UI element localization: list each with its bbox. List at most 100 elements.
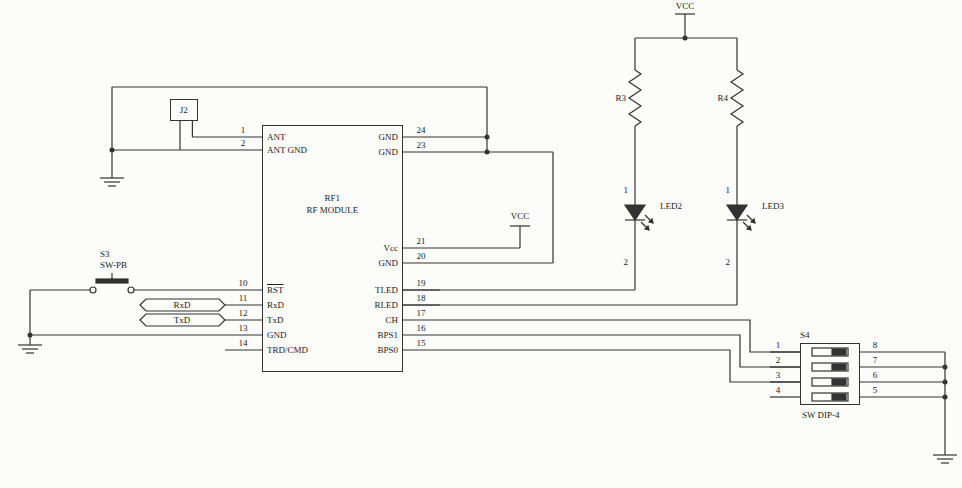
dip-switch-box: S4 SW DIP-4 [770,326,890,426]
pin-number: 14 [239,338,248,348]
signal-bus-tag [140,314,225,326]
pin-name: Vcc [384,243,399,253]
ground-wire [112,87,553,263]
junction-dot [28,36,948,400]
signal-bus-tag [140,299,225,326]
junction-dot [485,150,490,155]
led-symbol [645,215,653,223]
pin-number: 10 [239,278,248,288]
junction-dot [943,380,948,385]
led-symbol [649,219,653,223]
resistor-symbol [731,70,743,126]
led-wire [736,220,737,305]
pin-name: CH [385,315,398,325]
wire [192,121,262,137]
signal-name: RxD [173,300,190,310]
ground-symbol [108,185,116,186]
pin-name: GND [379,132,399,142]
ground-wire [403,151,553,152]
pin-name: RST [267,285,284,295]
ground-symbol [937,458,953,459]
resistor-symbol [629,70,641,126]
ground-symbol [100,177,124,178]
led-symbol [645,226,649,230]
part-reference: RF1 [325,193,341,203]
wire [403,335,800,367]
dip-switch-symbol [832,349,846,355]
junction-dot [943,365,948,370]
pin-number: 1 [776,340,781,350]
ground-wire [112,86,487,87]
pin-number: 17 [417,308,426,318]
pin-number: 21 [417,236,426,246]
pin-name: ANT [267,132,286,142]
led-wire [634,220,635,290]
led-wire [403,289,635,290]
signal-name: TxD [174,315,191,325]
led-symbol [625,219,645,220]
dip-switch-symbol [812,393,848,401]
dip-switch-symbol [812,363,848,371]
pin-name: TxD [267,315,284,325]
resistor-symbol [629,70,743,126]
led-symbol [747,215,755,223]
vcc-wire [403,247,520,248]
part-name: SW-PB [100,260,127,270]
vcc-wire [510,225,530,226]
part-reference: R4 [717,93,728,103]
dip-switch-symbol [812,348,848,356]
part-reference: LED3 [762,201,784,211]
led-wire [403,38,737,305]
pin-name: RxD [267,300,284,310]
pin-number: 2 [726,257,731,267]
ground-wire [552,152,553,263]
pin-stub [225,304,262,305]
pin-name: GND [267,330,287,340]
dip-switch-body [800,343,860,405]
pin-name: TRD/CMD [267,345,308,355]
led-symbol [751,219,755,223]
led-wire [736,38,737,70]
ground-wire [486,87,487,152]
connector-box: J2 [180,105,188,115]
led-wire [736,126,737,205]
pin-number: 16 [417,323,426,333]
part-reference: S4 [800,330,810,340]
pin-number: 19 [417,278,426,288]
pin-number: 1 [241,125,246,135]
junction-dot [943,395,948,400]
vcc-wire [684,14,685,38]
pin-number: 4 [776,385,781,395]
signal-bus-tag [140,299,225,311]
ground-wire [179,121,180,150]
pin-number: 24 [417,125,426,135]
pin-number: 1 [726,185,731,195]
part-name: SW DIP-4 [802,410,840,420]
dip-switch-symbol [860,381,945,382]
part-name: RF MODULE [306,205,358,215]
push-button [90,287,96,293]
led-symbol [747,226,751,230]
pin-number: 18 [417,293,426,303]
pin-number: 2 [624,257,629,267]
pin-number: 15 [417,338,426,348]
pin-name: ANT GND [267,145,307,155]
supply-label: VCC [676,1,695,11]
led-symbol [625,205,645,220]
push-button [111,273,112,279]
led-symbol [727,219,747,220]
pin-name: GND [379,147,399,157]
junction-dot [683,36,688,41]
junction-dot [110,148,115,153]
junction-dot [485,135,490,140]
pin-number: 23 [417,140,426,150]
push-button [128,287,134,293]
ground-symbol [22,348,38,349]
pin-number: 6 [873,370,878,380]
junction-dot [28,333,33,338]
pin-stub [225,319,262,320]
dip-switch-symbol [770,348,945,455]
push-button [30,334,262,335]
wire [403,350,800,382]
